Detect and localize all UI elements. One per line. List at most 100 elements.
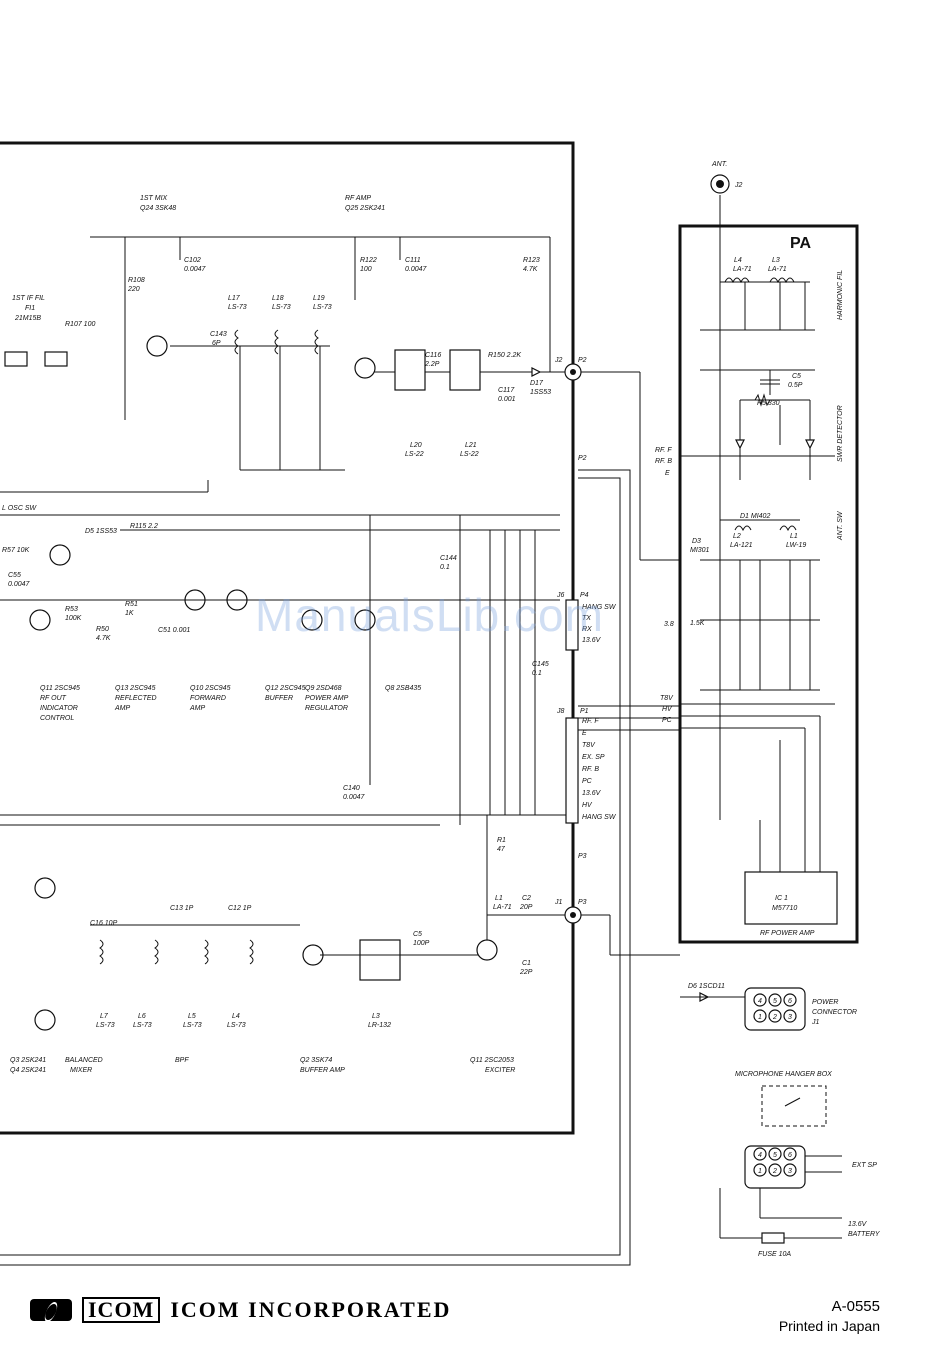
watermark: ManualsLib.com — [255, 589, 604, 641]
svg-text:R50: R50 — [96, 626, 109, 633]
svg-text:Q12 2SC945: Q12 2SC945 — [265, 685, 306, 692]
svg-text:LS-73: LS-73 — [272, 304, 291, 311]
footer-logo: ICOM ICOM INCORPORATED — [30, 1297, 451, 1323]
svg-text:Q11 2SC945: Q11 2SC945 — [40, 685, 80, 692]
svg-text:RF AMP: RF AMP — [345, 195, 371, 202]
svg-text:HV: HV — [582, 802, 593, 809]
svg-text:HANG SW: HANG SW — [582, 604, 617, 611]
svg-text:C13 1P: C13 1P — [170, 905, 194, 912]
svg-text:1SS53: 1SS53 — [530, 389, 551, 396]
svg-text:0.0047: 0.0047 — [8, 581, 31, 588]
mic-hanger-box: MICROPHONE HANGER BOX 4 5 6 1 2 3 EXT SP… — [719, 1071, 881, 1258]
svg-text:Q10 2SC945: Q10 2SC945 — [190, 685, 231, 692]
svg-text:R123: R123 — [523, 257, 540, 264]
svg-text:P3: P3 — [578, 853, 587, 860]
ant-switch — [700, 519, 820, 691]
connector-j8-p1: J8 P1 RF. F E T8V EX. SP RF. B PC 13.6V … — [556, 708, 617, 824]
svg-text:LS-73: LS-73 — [228, 304, 247, 311]
svg-text:C117: C117 — [498, 387, 515, 394]
svg-text:0.1: 0.1 — [440, 564, 450, 571]
svg-text:L20: L20 — [410, 442, 422, 449]
svg-text:D17: D17 — [530, 380, 544, 387]
svg-text:IC 1: IC 1 — [775, 895, 788, 902]
svg-text:D6 1SCD11: D6 1SCD11 — [688, 983, 725, 990]
document-number: A-0555 — [831, 1298, 880, 1315]
svg-text:LR-132: LR-132 — [368, 1022, 391, 1029]
brand-name: ICOM — [82, 1297, 161, 1323]
svg-text:R108: R108 — [128, 277, 145, 284]
q24-transistor — [146, 335, 168, 357]
svg-text:C51 0.001: C51 0.001 — [158, 627, 190, 634]
svg-text:C145: C145 — [532, 661, 549, 668]
svg-text:RF. B: RF. B — [655, 458, 672, 465]
svg-text:1: 1 — [758, 1168, 762, 1175]
svg-text:5: 5 — [773, 1152, 777, 1159]
svg-text:FI1: FI1 — [25, 305, 35, 312]
svg-text:0.5P: 0.5P — [788, 382, 803, 389]
svg-text:100: 100 — [360, 266, 372, 273]
svg-text:Q24 3SK48: Q24 3SK48 — [140, 205, 176, 212]
svg-text:C144: C144 — [440, 555, 457, 562]
svg-text:P2: P2 — [578, 357, 587, 364]
svg-text:Q8 2SB435: Q8 2SB435 — [385, 685, 421, 692]
svg-text:R1: R1 — [497, 837, 506, 844]
top-stage — [4, 236, 551, 471]
svg-text:5: 5 — [773, 998, 777, 1005]
svg-text:13.6V: 13.6V — [848, 1221, 868, 1228]
svg-text:J1: J1 — [554, 899, 563, 906]
svg-text:P3: P3 — [578, 899, 587, 906]
svg-text:3: 3 — [788, 1168, 792, 1175]
svg-text:13.6V: 13.6V — [582, 637, 602, 644]
svg-text:REFLECTED: REFLECTED — [115, 695, 157, 702]
svg-text:CONNECTOR: CONNECTOR — [812, 1009, 857, 1016]
svg-text:J6: J6 — [556, 592, 565, 599]
svg-text:LS-73: LS-73 — [227, 1022, 246, 1029]
svg-text:6: 6 — [788, 998, 792, 1005]
q25-transistor — [354, 357, 376, 379]
power-connector-j1: 4 5 6 1 2 3 POWER CONNECTOR J1 D6 1SCD11 — [680, 983, 857, 1031]
svg-text:T8V: T8V — [660, 695, 674, 702]
harness-wires — [0, 469, 680, 1266]
svg-text:L19: L19 — [313, 295, 325, 302]
svg-text:POWER AMP: POWER AMP — [305, 695, 349, 702]
svg-text:C5: C5 — [413, 931, 422, 938]
pa-title: PA — [790, 235, 811, 252]
svg-text:L2: L2 — [733, 533, 741, 540]
svg-text:L3: L3 — [372, 1013, 380, 1020]
printed-in-japan: Printed in Japan — [778, 1318, 880, 1334]
svg-text:C55: C55 — [8, 572, 21, 579]
svg-text:3.8: 3.8 — [664, 621, 674, 628]
svg-text:L OSC SW: L OSC SW — [2, 505, 37, 512]
svg-text:D3: D3 — [692, 538, 701, 545]
svg-text:LA-71: LA-71 — [493, 904, 512, 911]
svg-text:20P: 20P — [519, 904, 533, 911]
svg-text:AMP: AMP — [114, 705, 131, 712]
svg-text:BUFFER: BUFFER — [265, 695, 293, 702]
company-name: ICOM INCORPORATED — [170, 1297, 452, 1322]
svg-text:T8V: T8V — [582, 742, 596, 749]
svg-text:R107 100: R107 100 — [65, 321, 95, 328]
svg-text:C102: C102 — [184, 257, 201, 264]
svg-text:PC: PC — [582, 778, 593, 785]
svg-text:RX: RX — [582, 626, 592, 633]
svg-text:C140: C140 — [343, 785, 360, 792]
svg-text:R57 10K: R57 10K — [2, 547, 30, 554]
svg-text:R53: R53 — [65, 606, 78, 613]
svg-text:FORWARD: FORWARD — [190, 695, 226, 702]
svg-text:BATTERY: BATTERY — [848, 1231, 881, 1238]
svg-text:21M15B: 21M15B — [14, 315, 41, 322]
svg-text:LA-121: LA-121 — [730, 542, 753, 549]
pa-pin-labels: RF. F RF. B E T8V HV PC — [655, 447, 674, 724]
svg-text:BPF: BPF — [175, 1057, 189, 1064]
svg-text:1K: 1K — [125, 610, 134, 617]
svg-text:LA-71: LA-71 — [733, 266, 752, 273]
svg-text:Q11 2SC2053: Q11 2SC2053 — [470, 1057, 514, 1064]
svg-text:REGULATOR: REGULATOR — [305, 705, 348, 712]
svg-text:6: 6 — [788, 1152, 792, 1159]
svg-text:HV: HV — [662, 706, 673, 713]
swr-detector-label: SWR DETECTOR — [837, 405, 844, 462]
svg-text:4: 4 — [758, 998, 762, 1005]
svg-text:13.6V: 13.6V — [582, 790, 602, 797]
